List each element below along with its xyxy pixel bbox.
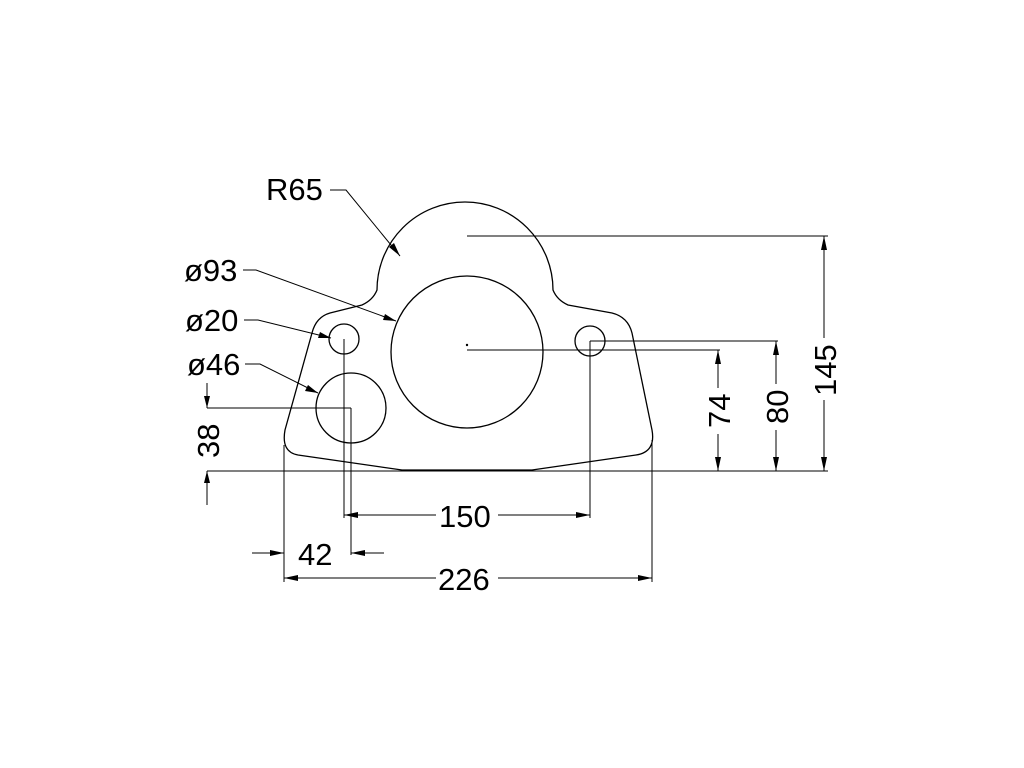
arrow xyxy=(576,512,590,518)
leader-r65 xyxy=(330,189,401,257)
arrow xyxy=(270,550,284,556)
leader-d46 xyxy=(245,363,319,394)
dim-80-label: 80 xyxy=(760,390,795,424)
label-d46: ø46 xyxy=(187,347,240,382)
dim-145-label: 145 xyxy=(808,344,843,396)
dim-38-label: 38 xyxy=(191,424,226,458)
arrow xyxy=(389,243,400,256)
label-r65: R65 xyxy=(266,172,323,207)
arrow xyxy=(351,550,365,556)
arrow xyxy=(305,385,318,393)
label-d20: ø20 xyxy=(185,303,238,338)
arrow xyxy=(284,575,298,581)
arrow xyxy=(715,457,721,471)
dim-74-label: 74 xyxy=(702,394,737,428)
arrow xyxy=(318,332,331,338)
arrow xyxy=(383,314,396,321)
center-mark xyxy=(465,343,469,347)
dim-150-label: 150 xyxy=(439,499,491,534)
arrow xyxy=(204,396,210,408)
dim-42-label: 42 xyxy=(298,537,332,572)
arrow xyxy=(638,575,652,581)
leader-d93 xyxy=(243,269,397,322)
leader-d20 xyxy=(244,319,332,339)
label-d93: ø93 xyxy=(184,253,237,288)
arrow xyxy=(344,512,358,518)
arrow xyxy=(204,471,210,483)
arrow xyxy=(773,341,779,355)
arrow xyxy=(715,350,721,364)
dim-226-label: 226 xyxy=(438,562,490,597)
large-hole xyxy=(390,275,544,429)
part-outline xyxy=(283,201,654,471)
arrow xyxy=(773,457,779,471)
arrow xyxy=(821,457,827,471)
arrow xyxy=(821,236,827,250)
